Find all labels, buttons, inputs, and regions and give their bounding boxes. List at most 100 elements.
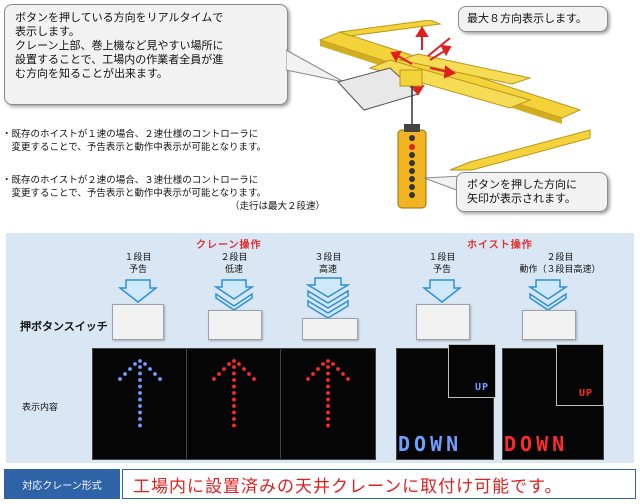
led-dot xyxy=(128,367,132,371)
led-dot xyxy=(326,410,330,415)
led-dot xyxy=(232,423,236,428)
level-label: １段目予告 xyxy=(428,253,456,275)
led-dot xyxy=(321,362,325,366)
press-arrow-icon xyxy=(306,277,350,318)
bullet-line: 変更することで、予告表示と動作中表示が可能となります。 xyxy=(2,142,267,153)
led-dot xyxy=(138,397,142,402)
led-dot xyxy=(138,384,142,389)
led-dot xyxy=(138,365,142,369)
led-dot xyxy=(232,384,236,389)
display-content-label: 表示内容 xyxy=(22,403,59,413)
led-dot xyxy=(232,378,236,382)
led-dot xyxy=(138,410,142,415)
led-dot xyxy=(326,378,330,382)
callout-realtime-display: ボタンを押している方向をリアルタイムで 表示します。 クレーン上部、巻上機など見… xyxy=(4,4,288,105)
led-dot xyxy=(138,404,142,408)
led-dot xyxy=(326,365,330,369)
led-dot xyxy=(138,378,142,382)
up-indicator: UP xyxy=(556,344,604,406)
led-dot xyxy=(326,417,330,421)
down-text: DOWN xyxy=(398,432,463,456)
led-dot xyxy=(316,367,320,371)
press-arrow-icon xyxy=(422,279,462,303)
press-arrow-icon xyxy=(118,279,158,303)
led-dot xyxy=(242,367,246,371)
callout-line: ボタンを押している方向をリアルタイムで xyxy=(15,11,224,24)
push-button-box xyxy=(302,318,358,340)
led-screen-blue-arrow xyxy=(92,348,188,460)
led-dot xyxy=(138,391,142,395)
bullet-one: ・既存のホイストが１速の場合、２速仕様のコントローラに 変更することで、予告表示… xyxy=(2,128,382,154)
level-label: １段目予告 xyxy=(124,253,152,275)
led-up-arrow-icon xyxy=(306,359,350,428)
led-dot xyxy=(341,372,345,376)
level-label: ３段目高速 xyxy=(314,253,342,275)
led-dot xyxy=(232,371,236,376)
direction-arrow-icon xyxy=(390,26,456,96)
led-dot xyxy=(232,365,236,369)
led-screen-red-arrow xyxy=(280,348,376,460)
led-dot xyxy=(133,362,137,366)
push-button-label: 押ボタンスイッチ xyxy=(20,320,108,333)
push-button-box xyxy=(522,310,576,340)
callout-line: ボタンを押した方向に xyxy=(467,178,577,191)
led-dot xyxy=(222,367,226,371)
led-dot xyxy=(123,372,127,376)
led-up-arrow-icon xyxy=(212,359,256,428)
led-dot xyxy=(232,410,236,415)
led-dot xyxy=(346,377,350,381)
callout-line: 表示します。 xyxy=(15,25,80,38)
led-dot xyxy=(138,423,142,428)
up-indicator: UP xyxy=(448,344,496,398)
bullet-line: ・既存のホイストが１速の場合、２速仕様のコントローラに xyxy=(2,129,259,140)
callout-line: む方向を知ることが出来ます。 xyxy=(15,67,168,80)
callout-arrow-display: ボタンを押した方向に 矢印が表示されます。 xyxy=(456,172,608,212)
led-dot xyxy=(232,417,236,421)
led-dot xyxy=(143,362,147,366)
led-dot xyxy=(232,359,236,363)
led-dot xyxy=(138,417,142,421)
led-dot xyxy=(247,372,251,376)
crane-illustration xyxy=(318,20,591,209)
led-dot xyxy=(232,397,236,402)
bullet-note: （走行は最大２段速） xyxy=(230,201,326,212)
led-dot xyxy=(217,372,221,376)
callout-text: 最大８方向表示します。 xyxy=(467,12,587,25)
led-dot xyxy=(232,404,236,408)
led-dot xyxy=(118,377,122,381)
up-text: UP xyxy=(578,388,593,399)
led-up-arrow-icon xyxy=(118,359,162,428)
push-button-box xyxy=(112,304,164,340)
led-dot xyxy=(326,423,330,428)
bullet-line: 変更することで、予告表示と動作中表示が可能となります。 xyxy=(2,188,267,199)
led-dot xyxy=(326,397,330,402)
led-dot xyxy=(153,372,157,376)
callout-line: 設置することで、工場内の作業者全員が進 xyxy=(15,53,224,66)
push-button-box xyxy=(208,310,262,340)
bullet-two: ・既存のホイストが２速の場合、３速仕様のコントローラに 変更することで、予告表示… xyxy=(2,174,382,200)
led-dot xyxy=(336,367,340,371)
led-dot xyxy=(252,377,256,381)
crane-operation-title: クレーン操作 xyxy=(196,240,262,251)
up-text: UP xyxy=(474,382,489,393)
led-dot xyxy=(326,359,330,363)
led-dot xyxy=(212,377,216,381)
down-text: DOWN xyxy=(504,432,569,456)
led-dot xyxy=(331,362,335,366)
level-label: ２段目動作（３段目高速） xyxy=(519,253,601,275)
led-dot xyxy=(138,359,142,363)
callout-eight-directions: 最大８方向表示します。 xyxy=(458,6,608,32)
bullet-line: ・既存のホイストが２速の場合、３速仕様のコントローラに xyxy=(2,175,259,186)
led-dot xyxy=(227,362,231,366)
push-button-box xyxy=(416,304,470,340)
led-dot xyxy=(148,367,152,371)
callout-line: クレーン上部、巻上機など見やすい場所に xyxy=(15,39,224,52)
compatible-crane-text: 工場内に設置済みの天井クレーンに取付け可能です。 xyxy=(122,469,636,499)
led-dot xyxy=(311,372,315,376)
press-arrow-icon xyxy=(528,279,568,310)
hoist-operation-title: ホイスト操作 xyxy=(467,240,533,251)
compatible-crane-label: 対応クレーン形式 xyxy=(4,469,120,499)
led-dot xyxy=(232,391,236,395)
callout-pointer xyxy=(286,49,345,83)
led-dot xyxy=(306,377,310,381)
